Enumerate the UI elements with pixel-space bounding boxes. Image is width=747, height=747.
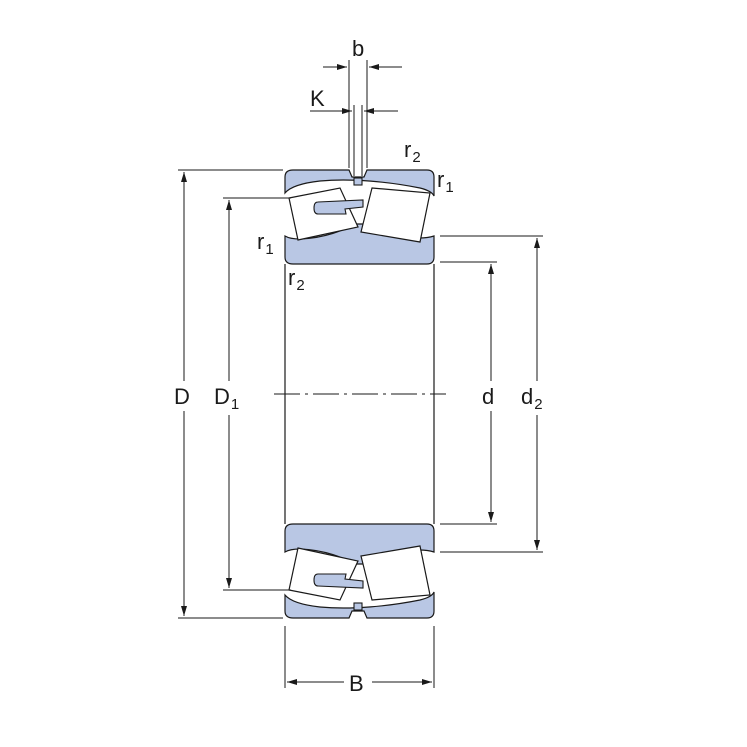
label-r2-left: r2 (288, 265, 305, 294)
bearing-section-top (284, 169, 435, 265)
label-r1-top: r1 (437, 167, 454, 196)
label-D1: D1 (214, 384, 239, 413)
label-d2: d2 (521, 384, 543, 413)
label-D: D (174, 384, 190, 409)
label-r1-left: r1 (257, 229, 274, 258)
bearing-section-bottom (284, 523, 435, 619)
label-B: B (349, 671, 364, 696)
label-d: d (482, 384, 494, 409)
label-r2-top: r2 (404, 137, 421, 166)
label-K: K (310, 86, 325, 111)
extension-lines (178, 60, 543, 688)
label-b: b (352, 36, 364, 61)
